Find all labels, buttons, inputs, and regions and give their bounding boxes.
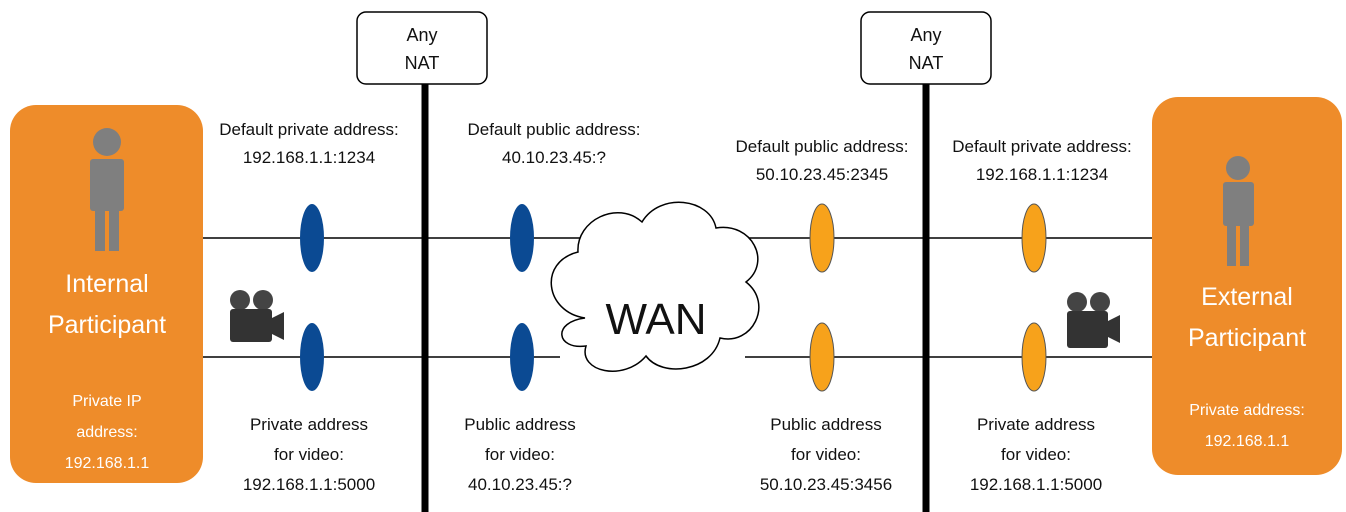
external-participant-box [1152,97,1342,475]
external-participant-name-line1: External [1201,283,1293,311]
cloud-icon [550,201,760,372]
label-line3: 192.168.1.1:5000 [243,475,375,494]
person-icon [90,128,124,251]
address-label-ext-video-private: Private address for video: 192.168.1.1:5… [970,415,1102,494]
video-camera-icon [230,290,284,342]
person-icon [1223,156,1254,266]
label-line2: for video: [485,445,555,464]
endpoint-marker [809,203,835,273]
label-line1: Default private address: [219,120,399,139]
address-label-ext-default-private: Default private address: 192.168.1.1:123… [952,137,1132,184]
internal-participant-name-line1: Internal [65,270,148,298]
label-line2: for video: [1001,445,1071,464]
label-line3: 50.10.23.45:3456 [760,475,892,494]
endpoint-marker [510,204,534,272]
nat-box-left-line1: Any [406,25,437,45]
label-line1: Public address [464,415,576,434]
address-label-int-video-public: Public address for video: 40.10.23.45:? [464,415,576,494]
label-line3: 40.10.23.45:? [468,475,572,494]
endpoint-marker [300,204,324,272]
external-participant-name-line2: Participant [1188,324,1306,352]
internal-participant-box [10,105,203,483]
external-participant: External Participant Private address: 19… [1152,97,1342,475]
label-line1: Private address [977,415,1095,434]
video-camera-icon [1067,292,1120,348]
external-participant-sub-line1: Private address: [1189,402,1305,419]
label-line1: Private address [250,415,368,434]
label-line1: Default private address: [952,137,1132,156]
endpoint-marker [1021,322,1047,392]
label-line2: 192.168.1.1:1234 [976,165,1108,184]
wan-label: WAN [605,295,706,344]
label-line3: 192.168.1.1:5000 [970,475,1102,494]
internal-participant-sub-line2: address: [76,424,137,441]
address-label-ext-video-public: Public address for video: 50.10.23.45:34… [760,415,892,494]
nat-box-right-line1: Any [910,25,941,45]
endpoint-marker [809,322,835,392]
endpoint-marker [510,323,534,391]
nat-box-right: Any NAT [860,11,992,85]
address-label-int-default-public: Default public address: 40.10.23.45:? [468,120,641,167]
nat-box-left-line2: NAT [405,53,440,73]
label-line2: for video: [274,445,344,464]
internal-endpoints [300,204,534,391]
external-participant-sub-line2: 192.168.1.1 [1205,433,1290,450]
address-label-int-default-private: Default private address: 192.168.1.1:123… [219,120,399,167]
label-line1: Public address [770,415,882,434]
wan-cloud: WAN [550,201,760,372]
internal-participant: Internal Participant Private IP address:… [10,105,203,483]
nat-box-right-line2: NAT [909,53,944,73]
address-label-int-video-private: Private address for video: 192.168.1.1:5… [243,415,375,494]
label-line1: Default public address: [736,137,909,156]
label-line1: Default public address: [468,120,641,139]
endpoint-marker [1021,203,1047,273]
internal-participant-sub-line3: 192.168.1.1 [65,455,150,472]
label-line2: 40.10.23.45:? [502,148,606,167]
label-line2: 50.10.23.45:2345 [756,165,888,184]
endpoint-marker [300,323,324,391]
internal-participant-name-line2: Participant [48,311,166,339]
label-line2: 192.168.1.1:1234 [243,148,375,167]
address-label-ext-default-public: Default public address: 50.10.23.45:2345 [736,137,909,184]
nat-box-left: Any NAT [356,11,488,85]
internal-participant-sub-line1: Private IP [72,393,141,410]
label-line2: for video: [791,445,861,464]
external-endpoints [809,203,1047,392]
